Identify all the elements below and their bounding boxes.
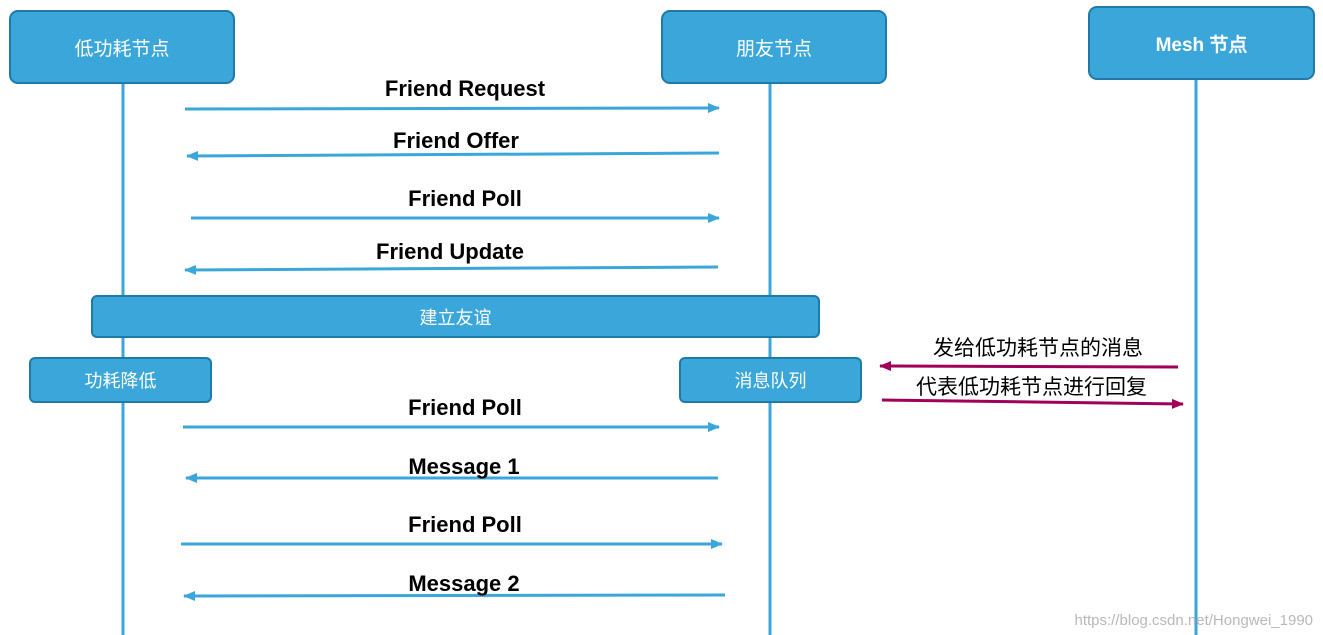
- label-mesh-incoming: 发给低功耗节点的消息: [933, 336, 1143, 360]
- participant-low-power: 低功耗节点: [9, 10, 235, 84]
- participant-mesh: Mesh 节点: [1088, 6, 1315, 80]
- friendship-band: 建立友谊: [91, 295, 820, 338]
- label-friend-poll-2: Friend Poll: [408, 395, 522, 420]
- state-power-reduced: 功耗降低: [29, 357, 212, 403]
- label-friend-poll-1: Friend Poll: [408, 186, 522, 211]
- arrow-mesh-reply: [881, 398, 1184, 409]
- label-mesh-reply: 代表低功耗节点进行回复: [916, 375, 1147, 399]
- label-friend-poll-3: Friend Poll: [408, 512, 522, 537]
- arrow-message-2: [183, 590, 726, 601]
- label-message-1: Message 1: [408, 454, 520, 479]
- arrow-friend-update: [184, 264, 719, 275]
- label-friend-offer: Friend Offer: [393, 128, 519, 153]
- label-friend-request: Friend Request: [384, 76, 546, 101]
- arrow-friend-request: [184, 103, 720, 114]
- watermark: https://blog.csdn.net/Hongwei_1990: [1074, 612, 1314, 629]
- label-friend-update: Friend Update: [376, 239, 524, 264]
- arrow-mesh-incoming: [879, 361, 1179, 372]
- state-message-queue: 消息队列: [679, 357, 862, 403]
- label-message-2: Message 2: [408, 571, 520, 596]
- participant-friend: 朋友节点: [661, 10, 887, 84]
- arrow-friend-offer: [186, 150, 720, 161]
